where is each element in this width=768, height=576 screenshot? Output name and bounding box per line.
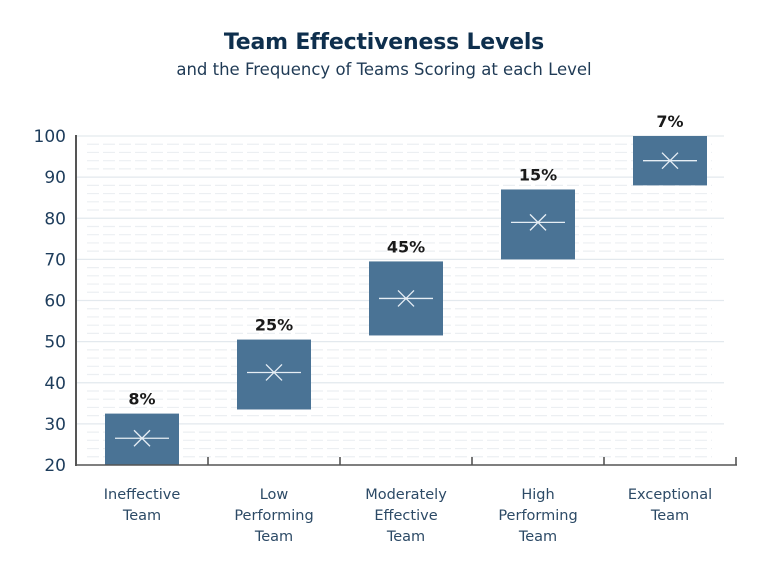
y-tick-label: 80 [44, 209, 66, 229]
data-label: 45% [387, 237, 425, 256]
mean-marker [133, 429, 151, 447]
data-label: 25% [255, 316, 293, 335]
mean-marker [661, 152, 679, 170]
x-label-line: Performing [498, 508, 577, 524]
y-tick-label: 60 [44, 292, 66, 312]
y-tick-label: 40 [44, 374, 66, 394]
box [501, 189, 575, 260]
x-label-line: High [521, 487, 554, 503]
mean-marker [529, 213, 547, 231]
x-label-line: Team [518, 529, 557, 545]
mean-marker [397, 289, 415, 307]
x-label-line: Team [650, 508, 689, 524]
y-tick-label: 90 [44, 168, 66, 188]
y-tick-label: 70 [44, 250, 66, 270]
x-label-line: Low [260, 487, 289, 503]
x-label-line: Moderately [365, 487, 447, 503]
chart-title: Team Effectiveness Levels [223, 30, 545, 55]
y-tick-labels: 20 30 40 50 60 70 80 90 100 [34, 127, 66, 476]
mean-marker [265, 364, 283, 381]
x-label-line: Ineffective [104, 487, 181, 503]
x-label-line: Exceptional [628, 487, 712, 503]
chart-subtitle: and the Frequency of Teams Scoring at ea… [176, 60, 592, 79]
x-label-line: Team [122, 508, 161, 524]
box [105, 413, 179, 465]
box-group: 45% [369, 237, 443, 336]
x-label-line: Performing [234, 508, 313, 524]
gridlines [76, 135, 724, 458]
box [237, 339, 311, 410]
boxes: 8% 25% 45% 15% 7% [105, 112, 707, 465]
data-label: 7% [656, 112, 683, 131]
axes [75, 135, 737, 466]
x-label-line: Team [254, 529, 293, 545]
y-tick-label: 50 [44, 333, 66, 353]
y-tick-label: 30 [44, 415, 66, 435]
box-group: 8% [105, 390, 179, 465]
box-group: 25% [237, 316, 311, 410]
box-group: 7% [633, 112, 707, 186]
data-label: 15% [519, 165, 557, 184]
box-group: 15% [501, 165, 575, 260]
x-label-line: Effective [374, 508, 437, 524]
y-tick-label: 20 [44, 456, 66, 476]
y-tick-label: 100 [34, 127, 66, 147]
x-label-line: Team [386, 529, 425, 545]
data-label: 8% [128, 390, 155, 409]
x-category-labels: IneffectiveTeamLowPerformingTeamModerate… [104, 487, 712, 545]
